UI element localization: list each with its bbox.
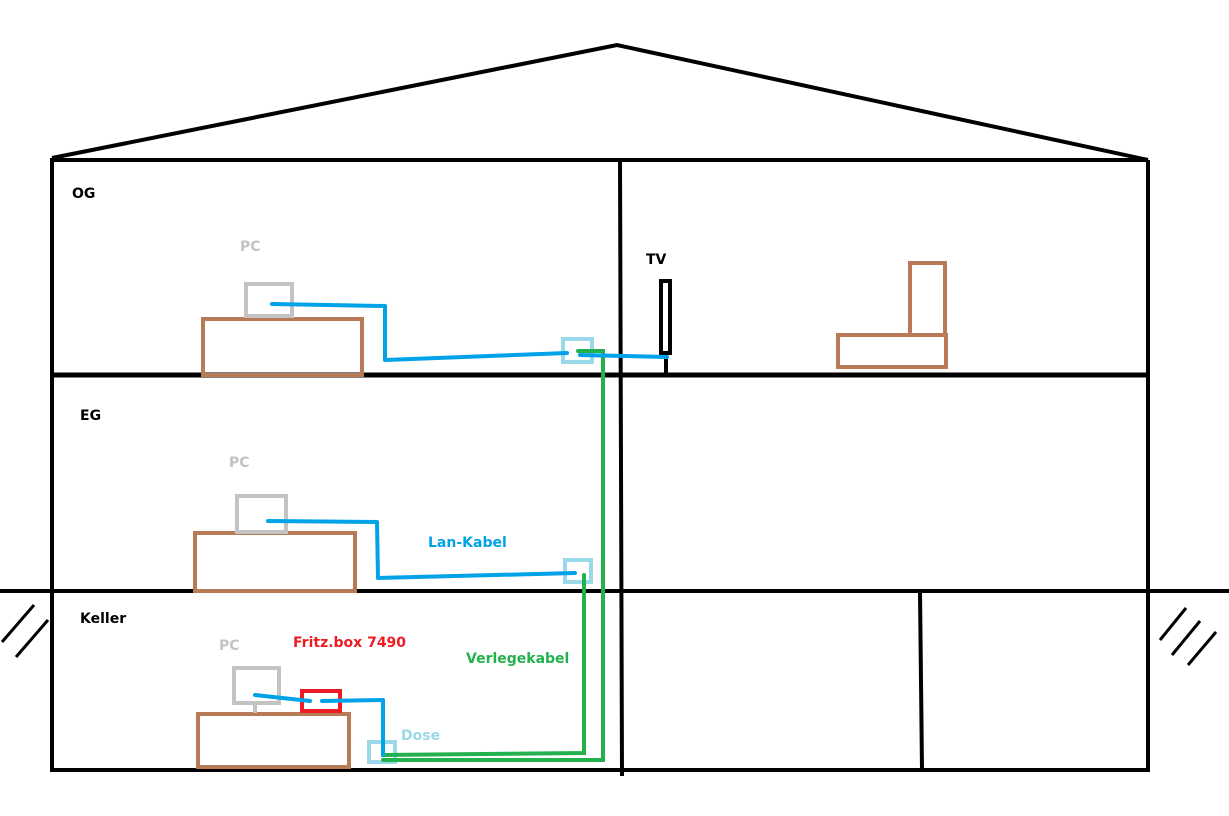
installation-cable-eg [381, 573, 586, 757]
ground-hatch-right [1158, 607, 1218, 666]
installation-cable-og [381, 349, 605, 762]
pcs [232, 282, 294, 713]
lan-cable-og [270, 302, 569, 362]
socket-label: Dose [401, 728, 441, 744]
lan-cable-label: Lan-Kabel [428, 535, 507, 551]
pc-og-label: PC [240, 239, 261, 255]
desk-og [201, 317, 364, 377]
floor-label-eg: EG [80, 408, 102, 424]
house-structure [0, 42, 1229, 777]
pc-keller-label: PC [219, 638, 240, 654]
router-label: Fritz.box 7490 [293, 635, 407, 651]
installation-cable-label: Verlegekabel [466, 651, 570, 667]
floor-label-og: OG [72, 186, 96, 202]
lan-cable-keller-router [320, 698, 385, 757]
tv-label: TV [646, 252, 667, 268]
lan-cables [253, 302, 669, 757]
lan-cable-keller-pc [253, 693, 312, 703]
floor-label-keller: Keller [80, 611, 127, 627]
wall-keller-divider [918, 591, 924, 771]
sofa-back [908, 261, 947, 337]
roof [51, 42, 1149, 162]
installation-cable [381, 349, 605, 762]
lan-cable-tv [578, 353, 669, 359]
furniture [193, 261, 948, 769]
lan-cable-eg [266, 519, 577, 580]
desk-eg [193, 531, 357, 593]
pc-og-monitor [244, 282, 294, 318]
socket-eg [563, 558, 593, 584]
wall-middle [618, 159, 624, 777]
sofa-seat [836, 333, 948, 369]
tv-icon [659, 279, 672, 355]
desk-keller [196, 712, 351, 769]
ground-hatch-left [0, 604, 50, 658]
pc-eg-monitor [235, 494, 288, 534]
pc-eg-label: PC [229, 455, 250, 471]
